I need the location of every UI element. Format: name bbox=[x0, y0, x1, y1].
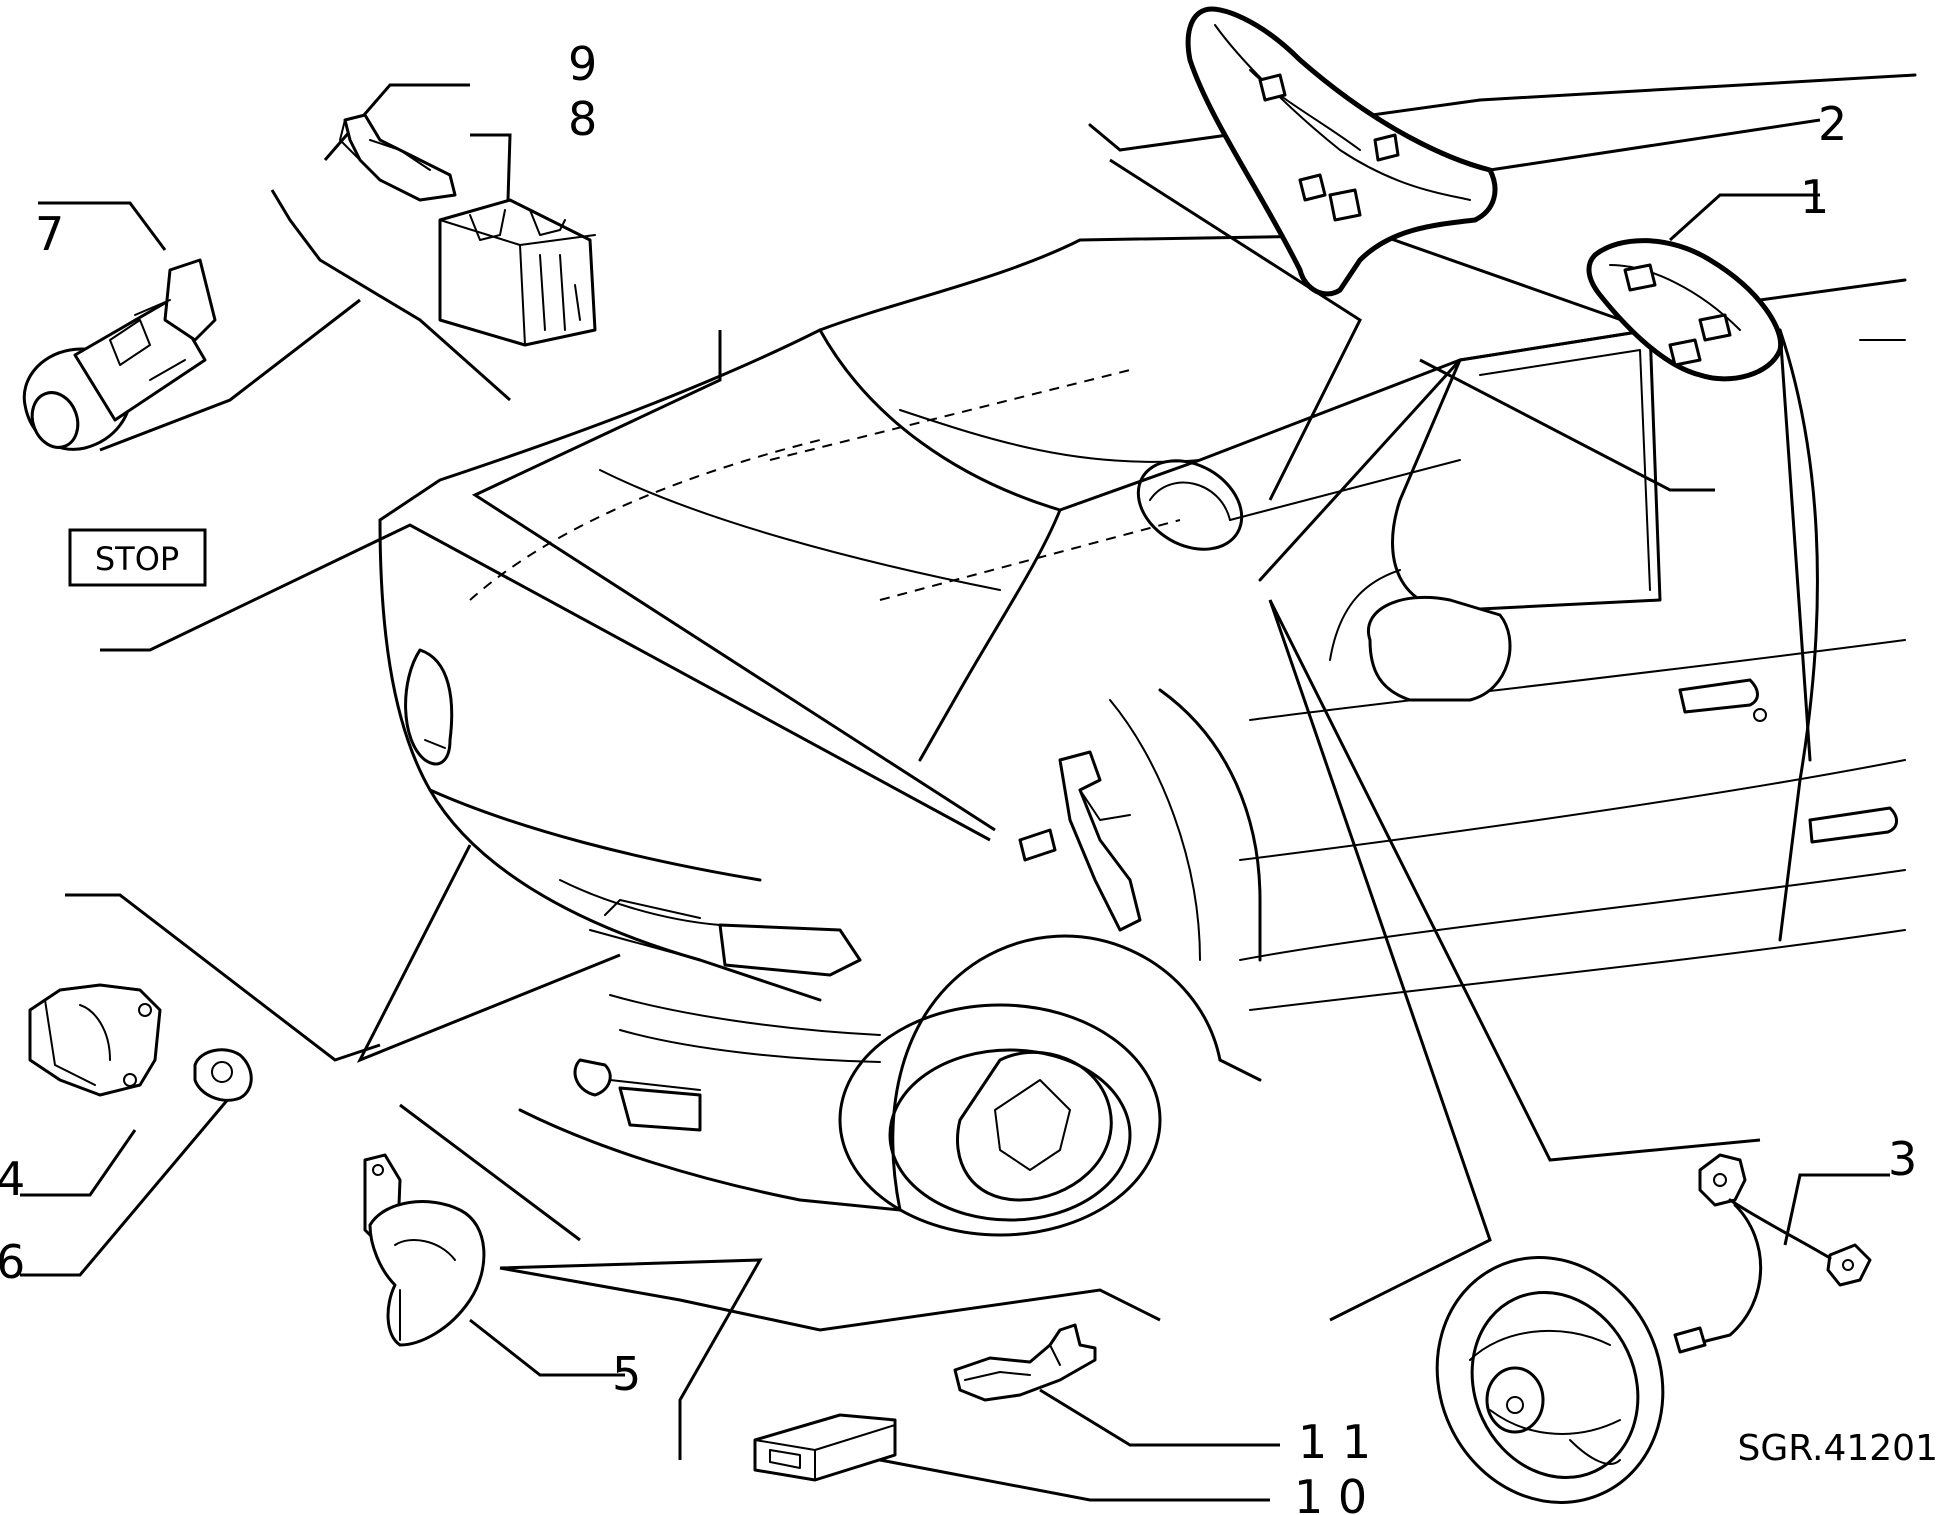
horn-mount-on-car bbox=[404, 648, 454, 766]
horn bbox=[363, 1153, 486, 1347]
callout-2: 2 bbox=[1818, 97, 1847, 151]
clock-spring-cable bbox=[1673, 1153, 1872, 1354]
reference-code: SGR.41201 bbox=[1738, 1428, 1938, 1469]
brake-light-switch bbox=[22, 258, 217, 451]
callout-3: 3 bbox=[1888, 1132, 1917, 1186]
terminal-crimp bbox=[953, 1323, 1097, 1402]
stop-label: STOP bbox=[95, 540, 179, 578]
steering-wheel bbox=[1435, 1256, 1665, 1504]
callout-11: 1 1 bbox=[1298, 1415, 1371, 1469]
steering-wheel-cover-small bbox=[1586, 238, 1784, 382]
connector-single bbox=[753, 1413, 897, 1482]
horn-bracket bbox=[28, 983, 162, 1097]
callout-6: 6 bbox=[0, 1235, 25, 1289]
callout-7: 7 bbox=[35, 207, 64, 261]
callout-1: 1 bbox=[1800, 170, 1829, 224]
nut bbox=[193, 1048, 253, 1102]
callout-5: 5 bbox=[612, 1347, 641, 1401]
leader-lines bbox=[20, 83, 1890, 1502]
callout-8: 8 bbox=[568, 92, 597, 146]
stop-box: STOP bbox=[68, 528, 207, 587]
terminal bbox=[339, 113, 457, 202]
pedal-bracket bbox=[1018, 750, 1142, 932]
callout-4: 4 bbox=[0, 1152, 25, 1206]
car-outline bbox=[378, 73, 1917, 1237]
connector-housing bbox=[438, 198, 597, 347]
steering-wheel-cover-large bbox=[1185, 6, 1498, 297]
callout-10: 1 0 bbox=[1294, 1470, 1367, 1515]
callout-labels: 2 1 9 8 7 3 4 6 5 1 1 1 0 bbox=[0, 37, 1917, 1515]
callout-9: 9 bbox=[568, 37, 597, 91]
